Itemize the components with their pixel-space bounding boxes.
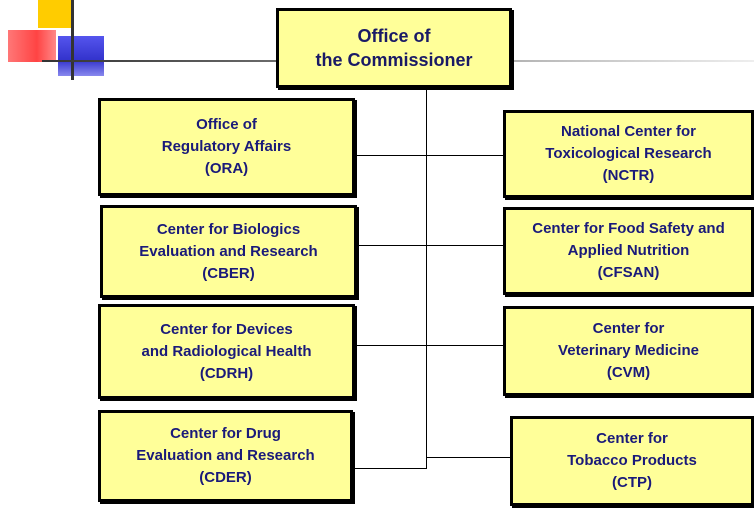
cder-label: Center for Drug Evaluation and Research … — [136, 425, 315, 486]
office-of-commissioner-box: Office of the Commissioner — [276, 8, 512, 88]
slide-accent-yellow-square — [38, 0, 74, 28]
cvm-label: Center for Veterinary Medicine (CVM) — [558, 320, 699, 381]
cber-box: Center for Biologics Evaluation and Rese… — [100, 205, 357, 298]
branch-connector-cdrh-cvm — [355, 345, 503, 346]
cfsan-box: Center for Food Safety and Applied Nutri… — [503, 207, 754, 295]
ora-box: Office of Regulatory Affairs (ORA) — [98, 98, 355, 196]
cdrh-label: Center for Devices and Radiological Heal… — [141, 320, 312, 382]
branch-connector-cber-cfsan — [357, 245, 503, 246]
slide-accent-blue-square — [58, 36, 104, 76]
branch-connector-cder — [353, 468, 427, 469]
trunk-connector — [426, 88, 427, 468]
nctr-label: National Center for Toxicological Resear… — [545, 123, 712, 184]
office-of-commissioner-label: Office of the Commissioner — [315, 26, 473, 70]
ctp-box: Center for Tobacco Products (CTP) — [510, 416, 754, 506]
ctp-label: Center for Tobacco Products (CTP) — [567, 430, 697, 491]
slide-accent-vertical-rule — [71, 0, 74, 80]
cvm-box: Center for Veterinary Medicine (CVM) — [503, 306, 754, 396]
cdrh-box: Center for Devices and Radiological Heal… — [98, 304, 355, 399]
branch-connector-ctp — [426, 457, 510, 458]
nctr-box: National Center for Toxicological Resear… — [503, 110, 754, 198]
cfsan-label: Center for Food Safety and Applied Nutri… — [532, 220, 725, 281]
cder-box: Center for Drug Evaluation and Research … — [98, 410, 353, 502]
ora-label: Office of Regulatory Affairs (ORA) — [161, 116, 292, 177]
branch-connector-ora-nctr — [355, 155, 505, 156]
cber-label: Center for Biologics Evaluation and Rese… — [139, 220, 318, 282]
slide-accent-red-block — [8, 30, 56, 62]
